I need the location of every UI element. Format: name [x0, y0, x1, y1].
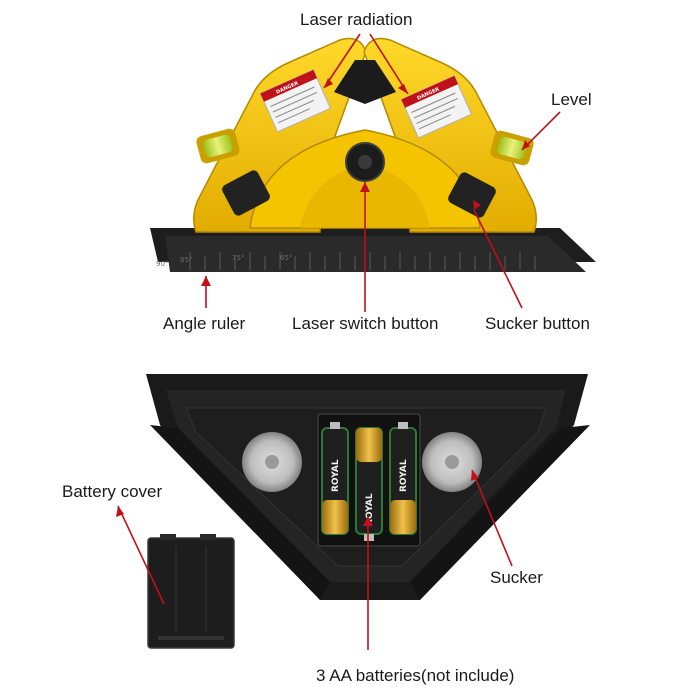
left-suction-cup-icon [242, 432, 302, 492]
ruler-tick-75: 75° [232, 254, 244, 262]
right-bubble-level-icon [490, 130, 534, 166]
arrow-laser-radiation-right [369, 33, 409, 95]
label-sucker: Sucker [490, 568, 543, 587]
label-level: Level [551, 90, 592, 109]
label-battery-cover: Battery cover [62, 482, 163, 501]
arrow-level [521, 111, 561, 151]
angle-ruler-ticks [189, 252, 536, 270]
label-laser-radiation: Laser radiation [300, 10, 413, 29]
label-batteries: 3 AA batteries(not include) [316, 666, 515, 685]
right-sucker-button [448, 172, 496, 218]
battery-3-brand: ROYAL [399, 459, 409, 492]
ruler-tick-90: 90° [156, 260, 168, 268]
battery-cover-part [147, 534, 235, 649]
laser-level-top-view: 90° 85° 75° 65° [150, 37, 596, 272]
label-sucker-button: Sucker button [485, 314, 590, 333]
ruler-tick-65: 65° [280, 254, 292, 262]
laser-level-back-view: ROYAL ROYAL ROYAL [146, 374, 590, 600]
arrow-battery-cover [117, 505, 165, 605]
left-bubble-level-icon [196, 128, 240, 164]
battery-1-brand: ROYAL [331, 459, 341, 492]
left-sucker-button [222, 170, 270, 216]
right-warning-sticker-icon: DANGER [400, 75, 473, 139]
label-laser-switch-button: Laser switch button [292, 314, 439, 333]
battery-3-icon: ROYAL [389, 422, 417, 535]
arrow-sucker-button [473, 209, 523, 309]
ruler-tick-85: 85° [180, 256, 192, 264]
battery-1-icon: ROYAL [321, 422, 349, 535]
label-angle-ruler: Angle ruler [163, 314, 246, 333]
arrow-laser-radiation-left [323, 33, 361, 89]
battery-2-icon: ROYAL [355, 427, 383, 541]
battery-2-brand: ROYAL [365, 493, 375, 526]
right-suction-cup-icon [422, 432, 482, 492]
laser-window [334, 60, 396, 104]
left-warning-sticker-icon: DANGER [259, 69, 332, 133]
arrow-sucker [471, 469, 513, 567]
